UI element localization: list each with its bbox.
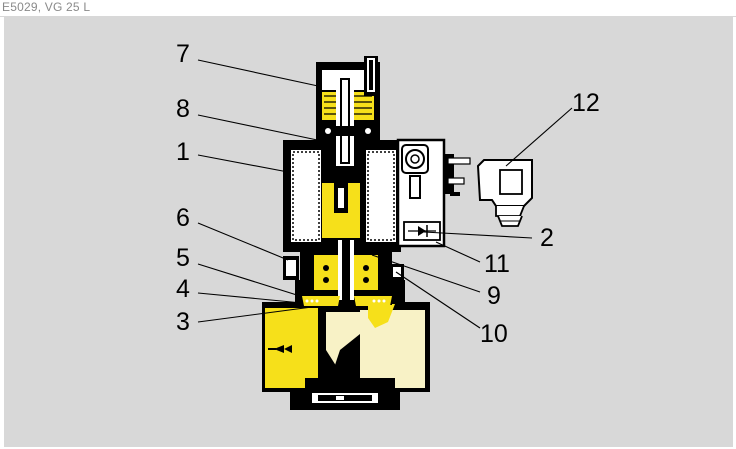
- valve-disc-assembly: [283, 240, 404, 306]
- callout-6: 6: [176, 204, 190, 232]
- callout-12: 12: [572, 89, 600, 117]
- terminal-box: [396, 138, 471, 248]
- callout-1: 1: [176, 138, 190, 166]
- figure-caption: E5029, VG 25 L: [2, 0, 91, 14]
- valve-body: [262, 280, 430, 410]
- callout-5: 5: [176, 244, 190, 272]
- flow-arrow-icon: [268, 345, 292, 353]
- callout-7: 7: [176, 40, 190, 68]
- divider: [0, 16, 736, 17]
- leader-lines: [197, 59, 573, 329]
- solenoid-coil: [283, 140, 401, 252]
- callout-2: 2: [540, 224, 554, 252]
- callout-4: 4: [176, 275, 190, 303]
- callout-11: 11: [484, 250, 510, 278]
- plug-connector: [476, 159, 533, 227]
- callout-10: 10: [480, 320, 508, 348]
- top-adjuster: [316, 56, 380, 166]
- callout-9: 9: [487, 282, 501, 310]
- callout-8: 8: [176, 95, 190, 123]
- callout-3: 3: [176, 308, 190, 336]
- callouts: 7 8 1 6 5 4 3 12 2 11 9 10: [176, 40, 600, 348]
- diode-symbol-icon: [408, 225, 436, 237]
